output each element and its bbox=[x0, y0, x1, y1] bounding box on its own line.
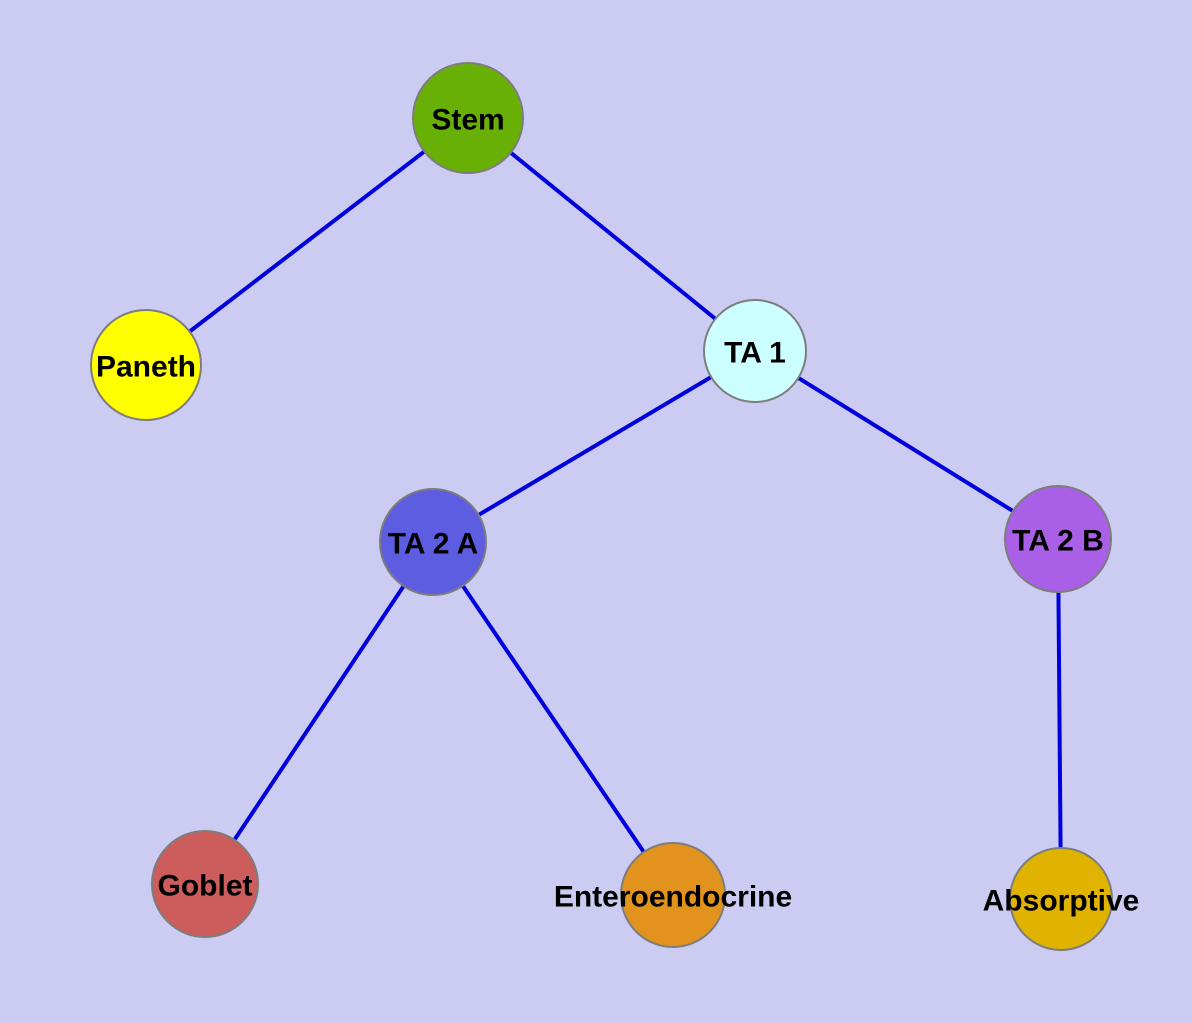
edge-ta2a-goblet bbox=[203, 540, 435, 886]
node-ta1[interactable] bbox=[703, 299, 807, 403]
node-paneth[interactable] bbox=[90, 309, 202, 421]
edge-ta1-ta2b bbox=[753, 349, 1060, 541]
edge-stem-paneth bbox=[144, 116, 470, 367]
node-enteroendocrine[interactable] bbox=[620, 842, 726, 948]
node-ta2b[interactable] bbox=[1004, 485, 1112, 593]
edge-ta1-ta2a bbox=[431, 349, 757, 544]
edge-ta2b-absorptive bbox=[1056, 538, 1063, 900]
node-stem[interactable] bbox=[412, 62, 524, 174]
node-goblet[interactable] bbox=[151, 830, 259, 938]
edge-stem-ta1 bbox=[466, 116, 757, 353]
edge-ta2a-enteroendocrine bbox=[431, 540, 675, 897]
node-ta2a[interactable] bbox=[379, 488, 487, 596]
node-absorptive[interactable] bbox=[1009, 847, 1113, 951]
